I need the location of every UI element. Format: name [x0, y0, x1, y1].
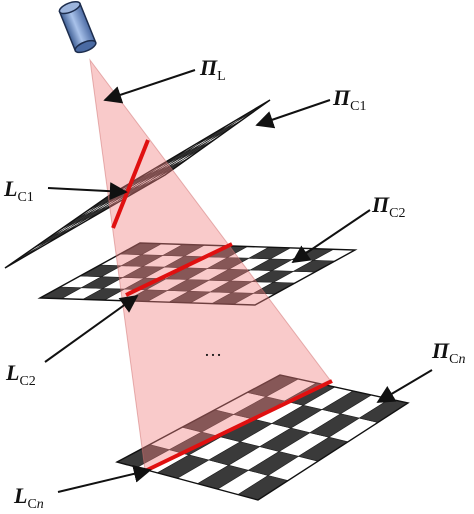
laser-line-cn	[142, 379, 333, 474]
arrow-plane-cn	[376, 369, 433, 403]
arrow-line-c1	[47, 182, 128, 201]
board-outline	[37, 242, 358, 306]
label-line-cn-sub-italic: n	[37, 497, 44, 512]
label-line-c1: LC1	[3, 176, 34, 205]
label-line-c1-sub: C1	[17, 190, 33, 205]
label-plane-l: ΠL	[199, 55, 226, 84]
arrow-plane-c2	[291, 209, 371, 264]
label-plane-cn-main: Π	[431, 338, 450, 363]
label-plane-c2: ΠC2	[371, 192, 405, 221]
projector-icon	[58, 0, 97, 54]
board-outline	[4, 99, 271, 269]
arrow-plane-l	[103, 69, 196, 104]
label-line-c2-main: L	[5, 360, 19, 385]
label-plane-cn-sub-italic: n	[458, 352, 465, 367]
label-plane-cn: ΠCn	[431, 338, 465, 367]
label-plane-c2-main: Π	[371, 192, 390, 217]
arrow-line-c2	[44, 294, 139, 363]
label-line-cn-main: L	[13, 483, 27, 508]
label-line-c1-main: L	[3, 176, 17, 201]
label-line-cn-sub: C	[27, 497, 36, 512]
board-outline	[115, 374, 410, 501]
ellipsis-marker: …	[204, 340, 223, 360]
label-line-c2-sub: C2	[19, 374, 35, 389]
label-plane-cn-sub: C	[449, 352, 458, 367]
label-plane-l-sub: L	[217, 69, 226, 84]
label-plane-c2-sub: C2	[389, 206, 405, 221]
label-plane-c1: ΠC1	[332, 85, 366, 114]
checkerboard-cn	[115, 374, 410, 501]
label-line-c2: LC2	[5, 360, 36, 389]
label-plane-l-main: Π	[199, 55, 218, 80]
arrow-plane-c1	[255, 99, 331, 129]
label-line-cn: LCn	[13, 483, 44, 512]
laser-line-c2	[125, 242, 233, 297]
label-plane-c1-main: Π	[332, 85, 351, 110]
label-plane-c1-sub: C1	[350, 99, 366, 114]
arrow-line-cn	[57, 465, 152, 493]
laser-line-c1	[111, 139, 150, 229]
